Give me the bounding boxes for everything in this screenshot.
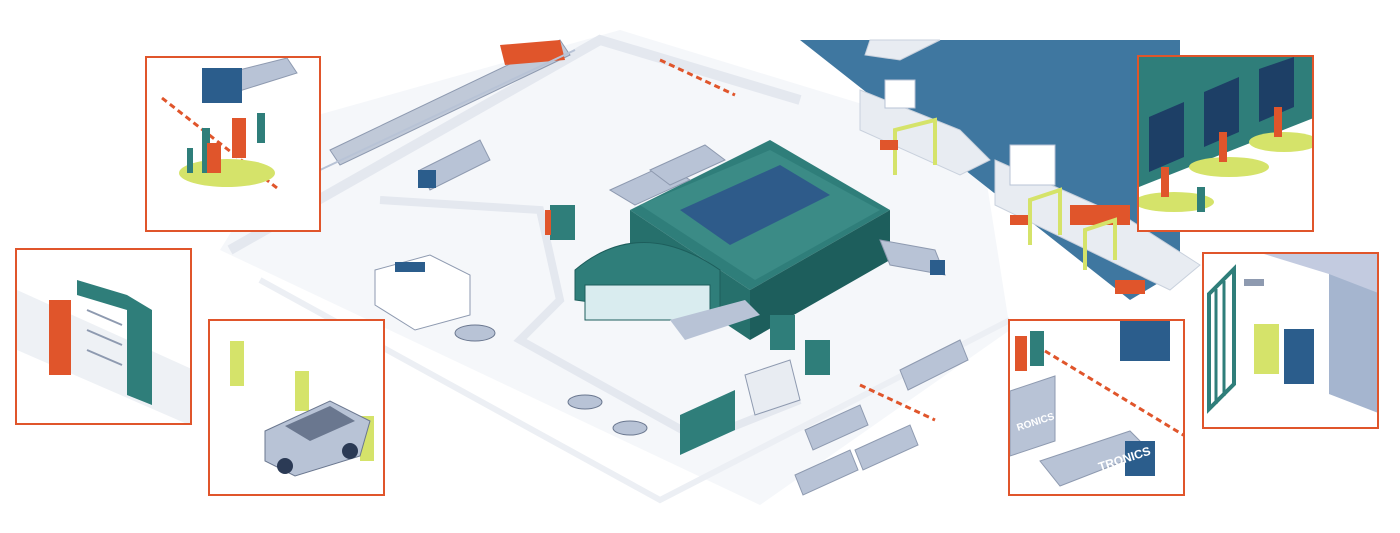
badge-reader-icon xyxy=(1254,324,1279,374)
building-wall xyxy=(1264,254,1377,413)
perimeter-road xyxy=(227,34,802,255)
truck-north-gate xyxy=(418,139,491,191)
sliding-gate xyxy=(680,390,735,455)
bollard-icon xyxy=(1161,107,1282,212)
barrier-arm-icon xyxy=(1044,349,1183,437)
truck-icon xyxy=(1120,321,1170,361)
port-crane-1 xyxy=(893,117,937,175)
car-icon xyxy=(264,400,371,477)
full-height-turnstile-icon xyxy=(77,280,152,405)
orange-containers xyxy=(880,140,1145,294)
security-camera-icon xyxy=(1244,279,1264,286)
inset-gate-barrier: TRONICS RONICS xyxy=(1008,319,1185,496)
solar-panels xyxy=(680,165,830,245)
car-gatehouse xyxy=(454,324,496,342)
inset-turnstile xyxy=(15,248,192,425)
bollard-icon xyxy=(187,113,265,173)
barrier-southeast xyxy=(859,383,936,422)
port-crane-2 xyxy=(1028,187,1117,270)
loading-dock-door-icon xyxy=(1149,57,1294,172)
turnstile-south xyxy=(770,315,830,375)
inset-ev-charging xyxy=(208,319,385,496)
truck-north-warehouse xyxy=(649,144,726,186)
freight-train xyxy=(319,39,576,171)
ship-bow xyxy=(864,39,941,61)
truck-docked-east xyxy=(879,239,946,276)
car-ev-2 xyxy=(612,420,648,436)
security-booth xyxy=(744,359,801,416)
access-terminal-icon xyxy=(49,300,71,375)
gatehouse-building xyxy=(374,254,471,331)
container-ship-1 xyxy=(859,79,991,176)
charging-station-icon xyxy=(230,341,374,461)
truck-queue xyxy=(794,339,969,496)
access-terminal-icon xyxy=(1015,331,1044,371)
swing-gate-icon xyxy=(1207,264,1236,414)
covered-walkway xyxy=(670,300,760,340)
inset-truck-barrier xyxy=(145,56,321,232)
inset-entrance-gate xyxy=(1202,252,1379,429)
car-ev-1 xyxy=(567,394,603,410)
turnstile-main xyxy=(545,205,575,240)
barrier-north xyxy=(659,58,736,97)
trailer-body xyxy=(1010,375,1155,487)
inset-loading-docks xyxy=(1137,55,1314,232)
outer-road xyxy=(258,277,1012,504)
truck-icon xyxy=(202,58,298,103)
main-warehouse xyxy=(574,140,890,340)
